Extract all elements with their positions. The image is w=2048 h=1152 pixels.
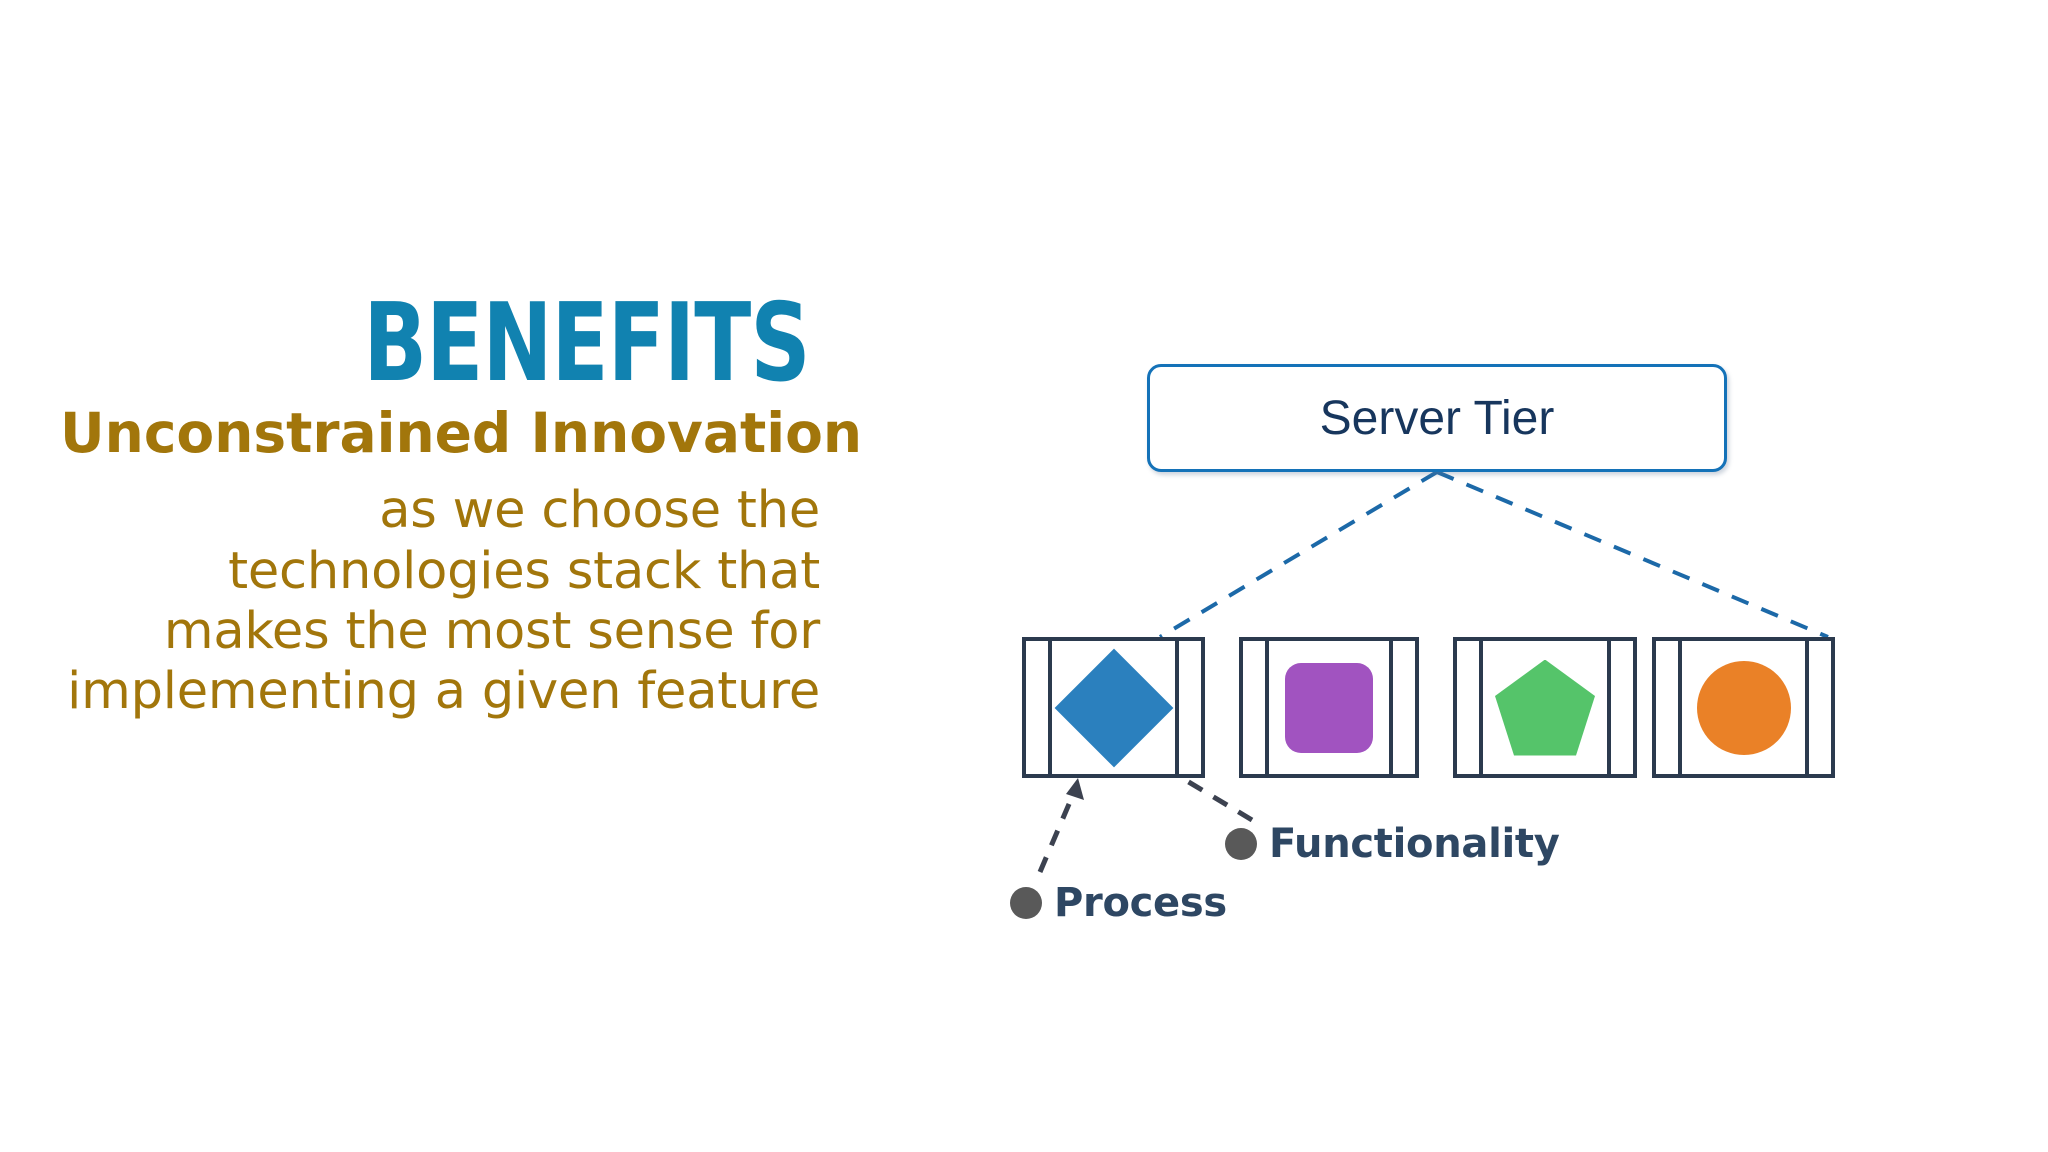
pentagon-icon: [1495, 659, 1595, 756]
callout-functionality: Functionality: [1225, 821, 1560, 867]
component-box-1[interactable]: [1022, 637, 1205, 778]
component-box-2[interactable]: [1239, 637, 1419, 778]
callout-process: Process: [1010, 880, 1227, 926]
diamond-icon: [1054, 648, 1173, 767]
component-box-3[interactable]: [1453, 637, 1637, 778]
rounded-square-icon: [1285, 662, 1373, 753]
bullet-dot-icon: [1010, 887, 1042, 919]
bullet-dot-icon: [1225, 828, 1257, 860]
text-column: BENEFITS Unconstrained Innovation as we …: [60, 281, 863, 722]
connector-tier-to-component-1: [1158, 470, 1439, 639]
page-title: BENEFITS: [363, 281, 810, 406]
server-tier-label: Server Tier: [1319, 391, 1555, 445]
callout-process-label: Process: [1054, 880, 1227, 926]
connector-tier-to-component-4: [1436, 470, 1829, 639]
body-paragraph: as we choose the technologies stack that…: [67, 481, 820, 721]
leader-process: [1037, 778, 1084, 873]
callout-functionality-label: Functionality: [1269, 821, 1560, 867]
server-tier-box[interactable]: Server Tier: [1147, 364, 1727, 472]
component-box-4[interactable]: [1652, 637, 1835, 778]
subtitle: Unconstrained Innovation: [60, 401, 863, 465]
circle-icon: [1696, 660, 1791, 755]
